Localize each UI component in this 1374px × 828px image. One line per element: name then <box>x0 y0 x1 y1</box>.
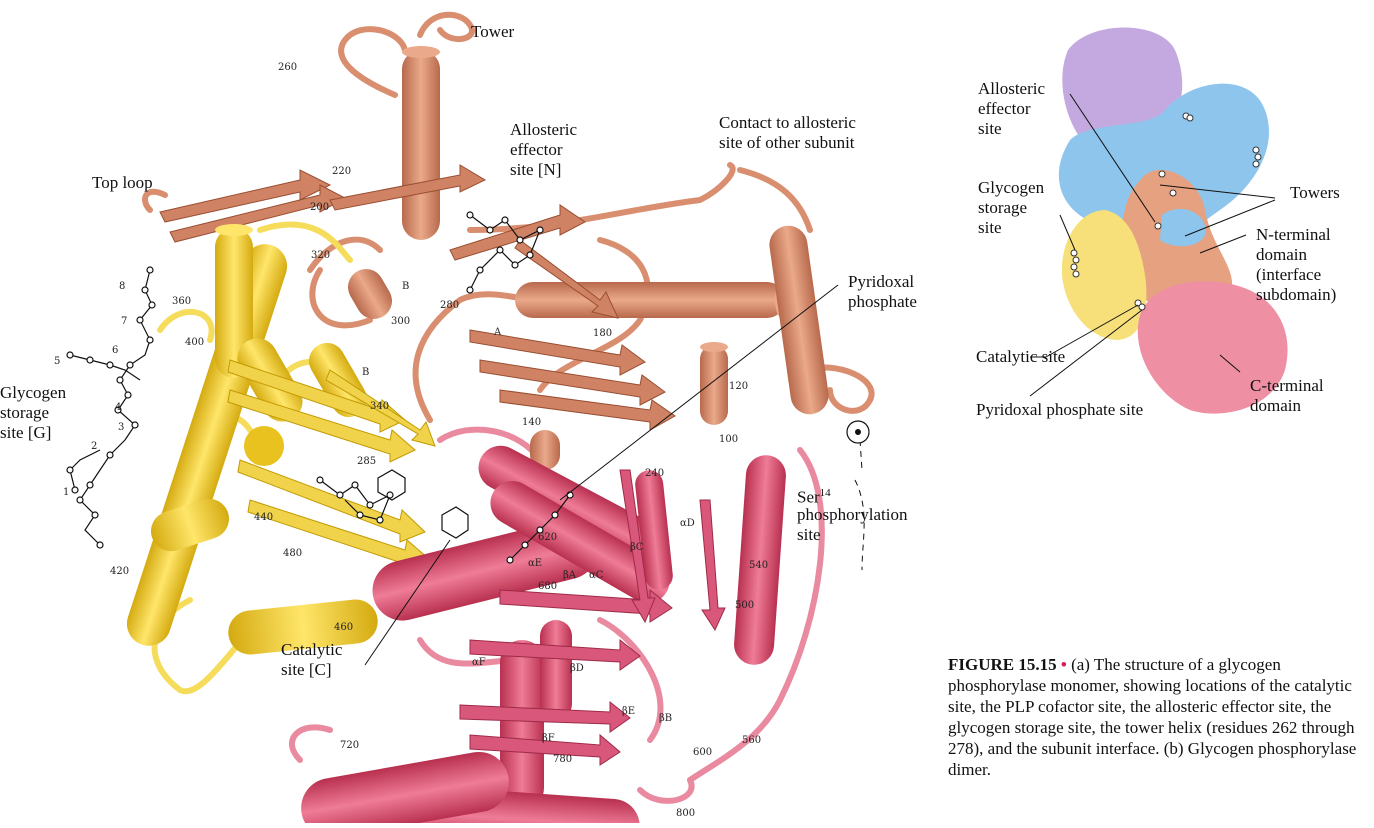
residue-number: 540 <box>749 560 768 571</box>
structure-letter: βD <box>570 663 584 674</box>
structure-letter: βB <box>659 713 672 724</box>
glycogen-residue-number: 6 <box>112 345 118 356</box>
residue-number: 200 <box>310 202 329 213</box>
glycogen-residue-number: 8 <box>119 281 125 292</box>
contact-label: Contact to allosteric site of other subu… <box>719 113 856 153</box>
residue-number: 400 <box>185 337 204 348</box>
residue-number: 480 <box>283 548 302 559</box>
monomer-ribbon-diagram: Tower Top loop Allosteric effector site … <box>0 0 960 823</box>
residue-number: 620 <box>538 532 557 543</box>
n-terminal-domain-label: N-terminal domain (interface subdomain) <box>1256 225 1336 305</box>
structure-letter: A <box>494 327 501 338</box>
residue-number: 100 <box>719 434 738 445</box>
glycogen-residue-number: 3 <box>118 422 124 433</box>
residue-number: 220 <box>332 166 351 177</box>
residue-number: 120 <box>729 381 748 392</box>
residue-number: 360 <box>172 296 191 307</box>
structure-letter: αF <box>472 657 486 668</box>
structure-letter: B <box>402 281 409 292</box>
residue-number: 285 <box>357 456 376 467</box>
glycogen-residue-number: 7 <box>121 316 127 327</box>
residue-number: 560 <box>742 735 761 746</box>
residue-number: 260 <box>278 62 297 73</box>
top-loop-label: Top loop <box>92 173 153 193</box>
residue-number: 440 <box>254 512 273 523</box>
figure-caption: FIGURE 15.15 • (a) The structure of a gl… <box>948 654 1374 780</box>
residue-number: 420 <box>110 566 129 577</box>
figure-number: FIGURE 15.15 <box>948 655 1057 674</box>
structure-letter: B <box>362 367 369 378</box>
phosphorylation-site-label: phosphorylation site <box>797 505 908 545</box>
allosteric-site-label: Allosteric effector site [N] <box>510 120 577 180</box>
residue-number: 180 <box>593 328 612 339</box>
glycogen-residue-number: 5 <box>54 356 60 367</box>
structure-letter: αE <box>528 558 542 569</box>
towers-label: Towers <box>1290 183 1340 203</box>
residue-number: 680 <box>538 581 557 592</box>
residue-number: 800 <box>676 808 695 819</box>
ser14-label: Ser14 <box>797 483 831 508</box>
residue-number: 340 <box>370 401 389 412</box>
glycogen-storage-site-label: Glycogen storage site <box>978 178 1044 238</box>
residue-number: 320 <box>311 250 330 261</box>
structure-letter: βA <box>563 570 576 581</box>
residue-number: 780 <box>553 754 572 765</box>
residue-number: 460 <box>334 622 353 633</box>
residue-number: 240 <box>645 468 664 479</box>
pyridoxal-phosphate-site-label: Pyridoxal phosphate site <box>976 400 1143 420</box>
structure-letter: βC <box>630 542 643 553</box>
c-terminal-domain-label: C-terminal domain <box>1250 376 1324 416</box>
tower-label: Tower <box>471 22 514 42</box>
structure-letter: βE <box>622 706 635 717</box>
glycogen-residue-number: 2 <box>91 441 97 452</box>
glycogen-storage-label: Glycogen storage site [G] <box>0 383 66 443</box>
structure-letter: αC <box>589 570 603 581</box>
structure-letter: αD <box>680 518 695 529</box>
glycogen-residue-number: 4 <box>115 402 121 413</box>
glycogen-residue-number: 1 <box>63 487 69 498</box>
catalytic-site-label-b: Catalytic site <box>976 347 1065 367</box>
residue-number: 280 <box>440 300 459 311</box>
caption-bullet: • <box>1061 655 1067 674</box>
structure-letter: βF <box>542 733 555 744</box>
residue-number: 720 <box>340 740 359 751</box>
pyridoxal-phosphate-label: Pyridoxal phosphate <box>848 272 917 312</box>
residue-number: 600 <box>693 747 712 758</box>
residue-number: 140 <box>522 417 541 428</box>
ser-residue-number: 14 <box>820 487 831 499</box>
residue-number: 300 <box>391 316 410 327</box>
allosteric-effector-site-label: Allosteric effector site <box>978 79 1045 139</box>
catalytic-site-label: Catalytic site [C] <box>281 640 342 680</box>
residue-number: 500 <box>735 600 754 611</box>
ser-label: Ser <box>797 488 820 507</box>
dimer-diagram: Allosteric effector site Glycogen storag… <box>950 10 1374 430</box>
